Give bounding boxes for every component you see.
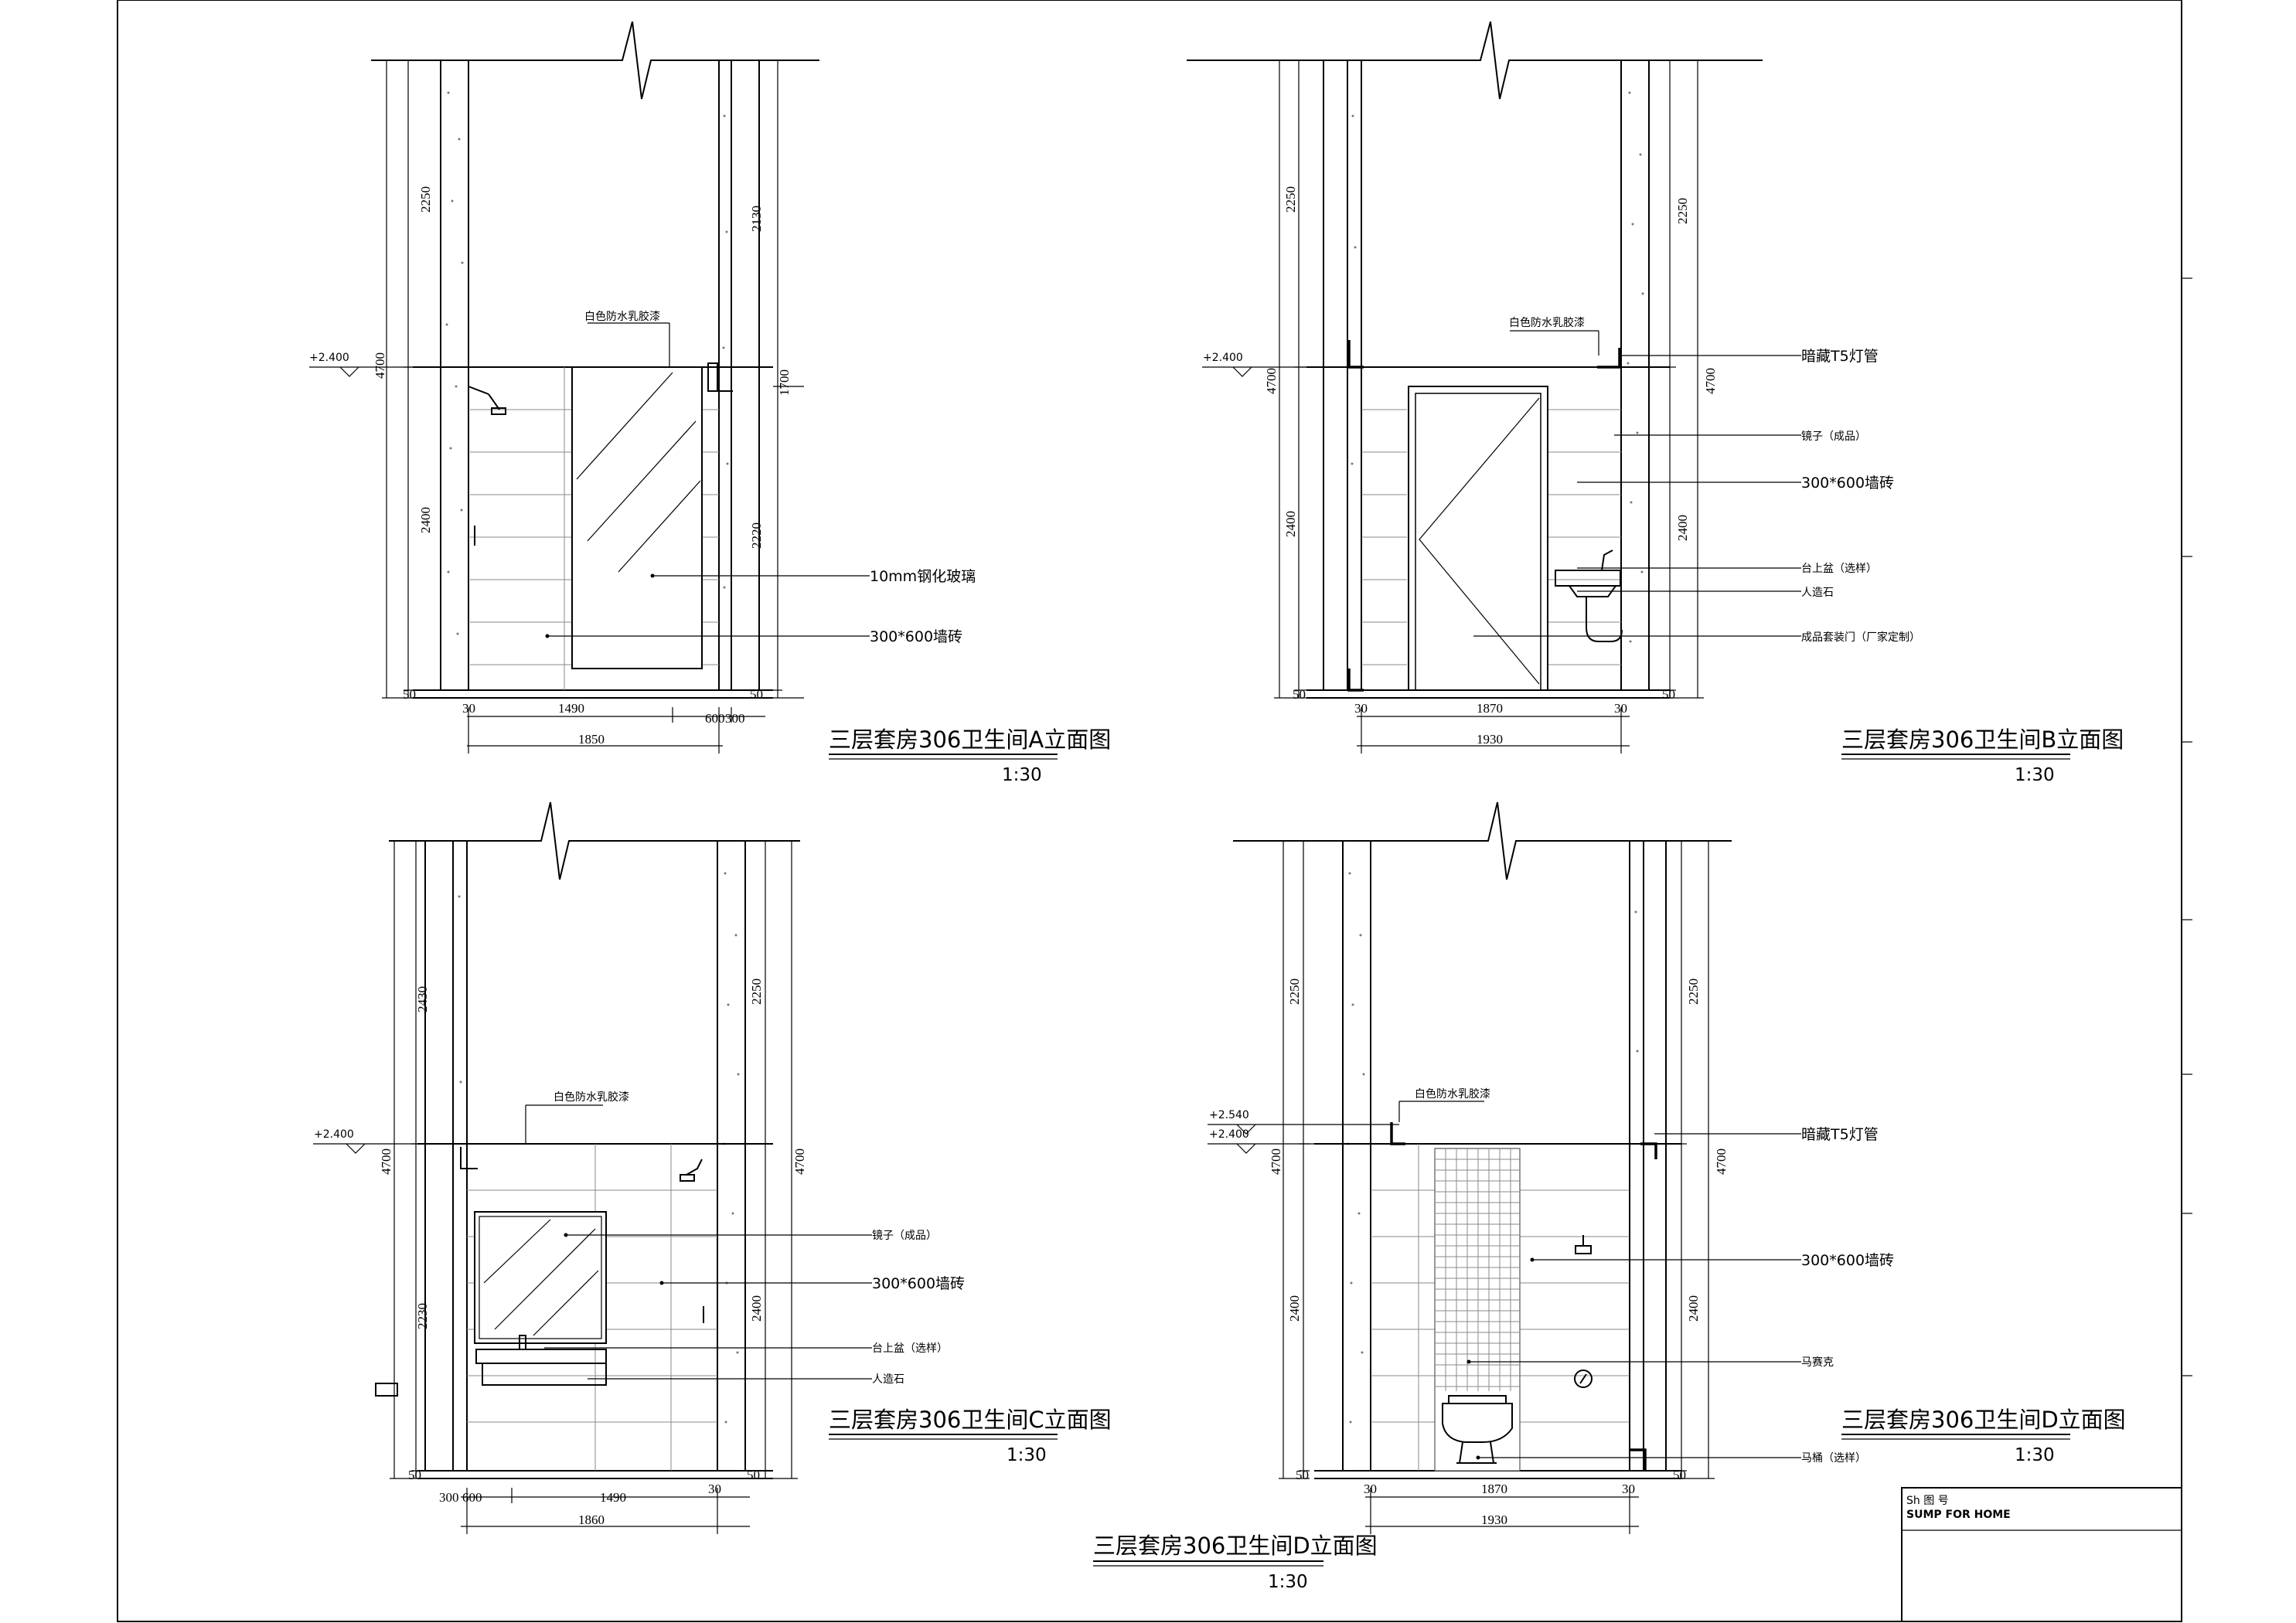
dim-bottom-1: 1870 — [1481, 1482, 1507, 1496]
label-tile: 300*600墙砖 — [1801, 1252, 1894, 1269]
dim-bottom-2: 1490 — [600, 1490, 626, 1505]
dim-left-2: 2400 — [1283, 511, 1298, 537]
dim-left-0: 2430 — [415, 986, 430, 1012]
dim-left-3: 50 — [1296, 1468, 1309, 1482]
dim-bottom-2: 30 — [1614, 701, 1627, 716]
label-tile: 300*600墙砖 — [870, 628, 962, 645]
dim-left-2: 2400 — [1287, 1295, 1302, 1322]
label-paint: 白色防水乳胶漆 — [554, 1091, 629, 1104]
dim-bottom-0: 300 — [439, 1490, 459, 1505]
dim-bottom-1: 1870 — [1477, 701, 1503, 716]
level-marker: +2.400 — [314, 1128, 354, 1141]
label-basin: 台上盆（选样） — [1801, 563, 1877, 575]
drawing-title: 三层套房306卫生间A立面图 — [829, 726, 1111, 753]
label-stone: 人造石 — [872, 1373, 904, 1386]
level-marker: +2.400 — [1203, 352, 1243, 364]
dim-left-3: 50 — [1293, 687, 1306, 702]
dim-left-1: 4700 — [379, 1148, 393, 1175]
extra-drawing-scale: 1:30 — [1268, 1572, 1308, 1592]
level-marker-2: +2.540 — [1209, 1109, 1249, 1121]
title-block: Sh 图 号 SUMP FOR HOME — [1901, 1487, 2182, 1622]
dim-right-1: 4700 — [1703, 368, 1718, 394]
dim-right-0: 2250 — [1675, 198, 1690, 224]
drawing-scale: 1:30 — [2015, 765, 2055, 785]
sheet-border — [117, 0, 2182, 1622]
elevation-a: 2250 4700 2400 50 2130 1700 2220 50 30 1… — [309, 21, 1111, 785]
dim-bottom-2: 30 — [1622, 1482, 1635, 1496]
title-block-line2: SUMP FOR HOME — [1906, 1509, 2011, 1521]
dim-total: 1860 — [578, 1512, 605, 1527]
label-t5-light: 暗藏T5灯管 — [1801, 1126, 1879, 1143]
dim-total: 1930 — [1481, 1512, 1507, 1527]
dim-bottom-3: 300 — [725, 711, 745, 726]
dim-right-2: 2400 — [749, 1295, 764, 1322]
dim-right-2: 2400 — [1686, 1295, 1701, 1322]
drawing-title: 三层套房306卫生间C立面图 — [829, 1407, 1112, 1433]
dim-right-0: 2130 — [749, 206, 764, 232]
dim-bottom-0: 30 — [1364, 1482, 1377, 1496]
label-basin: 台上盆（选样） — [872, 1342, 948, 1355]
elevation-d: 2250 4700 2400 50 2250 4700 2400 50 30 1… — [1208, 801, 2126, 1534]
dim-bottom-3: 30 — [708, 1482, 721, 1496]
label-paint: 白色防水乳胶漆 — [1415, 1087, 1490, 1101]
dim-left-3: 50 — [403, 687, 416, 702]
label-glass: 10mm钢化玻璃 — [870, 568, 976, 585]
dim-left-0: 2250 — [418, 186, 433, 213]
dim-left-0: 2250 — [1287, 978, 1302, 1005]
dim-bottom-0: 30 — [462, 701, 475, 716]
dim-left-0: 2250 — [1283, 186, 1298, 213]
dim-bottom-1: 1490 — [558, 701, 584, 716]
drawing-title: 三层套房306卫生间B立面图 — [1841, 726, 2124, 753]
level-marker: +2.400 — [1209, 1128, 1249, 1141]
label-paint: 白色防水乳胶漆 — [1509, 316, 1585, 329]
dim-right-3: 50 — [750, 687, 763, 702]
label-tile: 300*600墙砖 — [1801, 475, 1894, 492]
dim-right-0: 2250 — [749, 978, 764, 1005]
dim-right-1: 4700 — [1714, 1148, 1729, 1175]
dim-right-3: 50 — [1662, 687, 1675, 702]
title-block-line1: Sh 图 号 — [1906, 1495, 1949, 1507]
label-t5-light: 暗藏T5灯管 — [1801, 348, 1879, 365]
dim-left-2: 2400 — [418, 507, 433, 533]
label-mirror: 镜子（成品） — [1801, 430, 1866, 443]
drawing-scale: 1:30 — [1007, 1445, 1047, 1465]
label-mosaic: 马赛克 — [1801, 1356, 1834, 1369]
label-paint: 白色防水乳胶漆 — [584, 310, 660, 323]
dim-left-1: 4700 — [373, 352, 387, 379]
extra-drawing-title: 三层套房306卫生间D立面图 — [1093, 1533, 1378, 1559]
dim-left-3: 50 — [408, 1468, 421, 1482]
dim-left-1: 4700 — [1269, 1148, 1283, 1175]
dim-left-2: 2230 — [415, 1303, 430, 1329]
elevation-b: 2250 4700 2400 50 2250 4700 2400 50 30 1… — [1187, 21, 2124, 785]
label-stone: 人造石 — [1801, 587, 1834, 599]
margin-ticks — [2182, 277, 2192, 1376]
drawing-title: 三层套房306卫生间D立面图 — [1841, 1407, 2126, 1433]
label-toilet: 马桶（选样） — [1801, 1452, 1866, 1465]
elevation-c: 2430 4700 2230 50 2250 4700 2400 50 300 … — [313, 801, 1112, 1534]
dim-right-2: 2400 — [1675, 515, 1690, 541]
dim-bottom-1: 600 — [462, 1490, 482, 1505]
dim-total: 1850 — [578, 732, 605, 747]
dim-total: 1930 — [1477, 732, 1503, 747]
label-mirror: 镜子（成品） — [872, 1230, 937, 1242]
dim-right-3: 50 — [747, 1468, 760, 1482]
label-door: 成品套装门（厂家定制） — [1801, 631, 1920, 644]
dim-right-2: 2220 — [749, 522, 764, 549]
drawing-scale: 1:30 — [2015, 1445, 2055, 1465]
dim-bottom-2: 600 — [705, 711, 725, 726]
dim-right-1: 1700 — [777, 369, 792, 396]
level-marker: +2.400 — [309, 352, 349, 364]
dim-right-1: 4700 — [792, 1148, 807, 1175]
drawing-scale: 1:30 — [1002, 765, 1042, 785]
dim-right-0: 2250 — [1686, 978, 1701, 1005]
dim-bottom-0: 30 — [1354, 701, 1368, 716]
extra-title: 三层套房306卫生间D立面图 1:30 — [1093, 1533, 1378, 1592]
label-tile: 300*600墙砖 — [872, 1275, 965, 1292]
dim-right-3: 50 — [1673, 1468, 1686, 1482]
dim-left-1: 4700 — [1264, 368, 1279, 394]
